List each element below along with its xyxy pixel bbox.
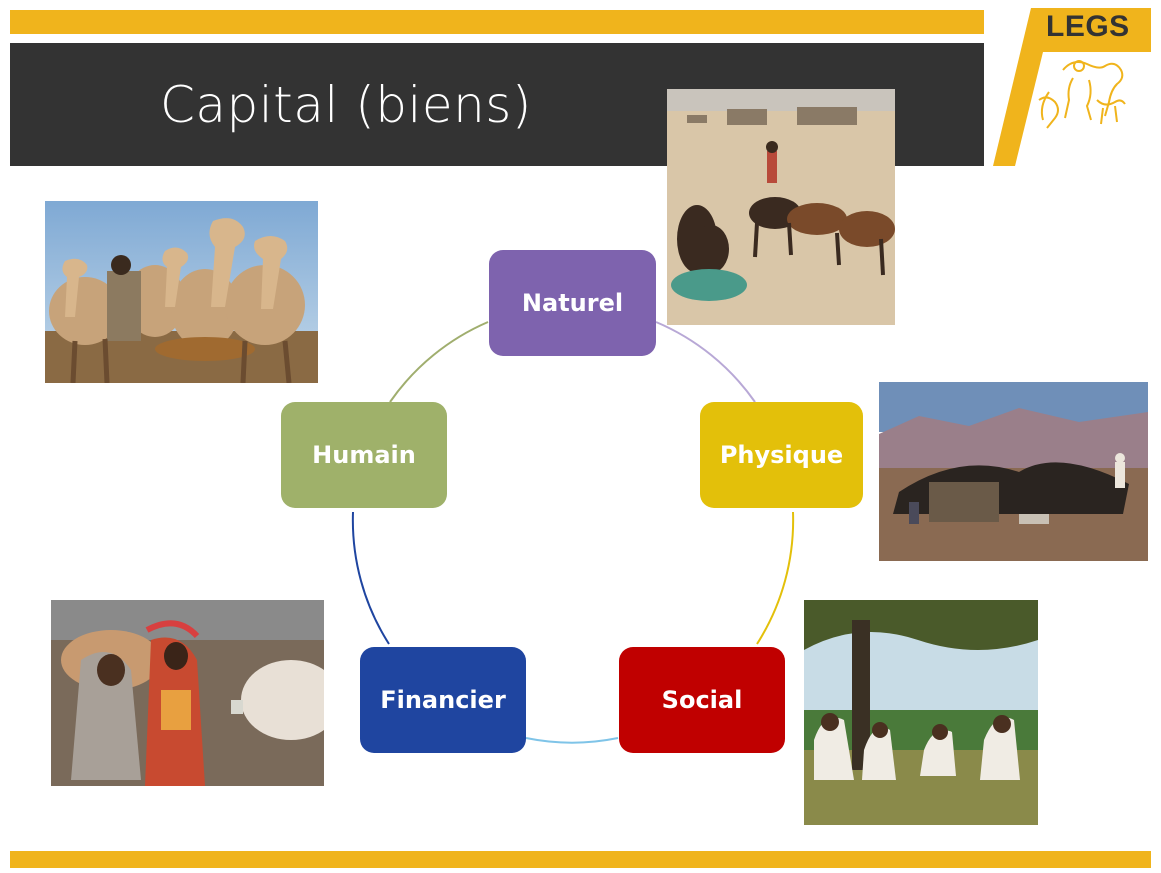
goats-desert-photo bbox=[667, 89, 895, 325]
node-humain: Humain bbox=[281, 402, 447, 508]
node-social-label: Social bbox=[661, 686, 743, 714]
node-naturel-label: Naturel bbox=[521, 289, 624, 317]
slide-title: Capital (biens) bbox=[160, 76, 532, 134]
node-social: Social bbox=[619, 647, 785, 753]
logo-text: LEGS bbox=[1046, 10, 1130, 43]
tent-mountains-photo bbox=[879, 382, 1148, 561]
bottom-accent-stripe bbox=[10, 851, 1151, 868]
women-cattle-market-photo bbox=[51, 600, 324, 786]
node-naturel: Naturel bbox=[489, 250, 656, 356]
node-humain-label: Humain bbox=[312, 441, 416, 469]
node-physique-label: Physique bbox=[719, 441, 844, 469]
top-accent-stripe bbox=[10, 10, 984, 34]
camels-watering-photo bbox=[45, 201, 318, 383]
men-under-tree-photo bbox=[804, 600, 1038, 825]
node-physique: Physique bbox=[700, 402, 863, 508]
node-financier: Financier bbox=[360, 647, 526, 753]
node-financier-label: Financier bbox=[380, 686, 506, 714]
legs-logo bbox=[993, 8, 1151, 166]
